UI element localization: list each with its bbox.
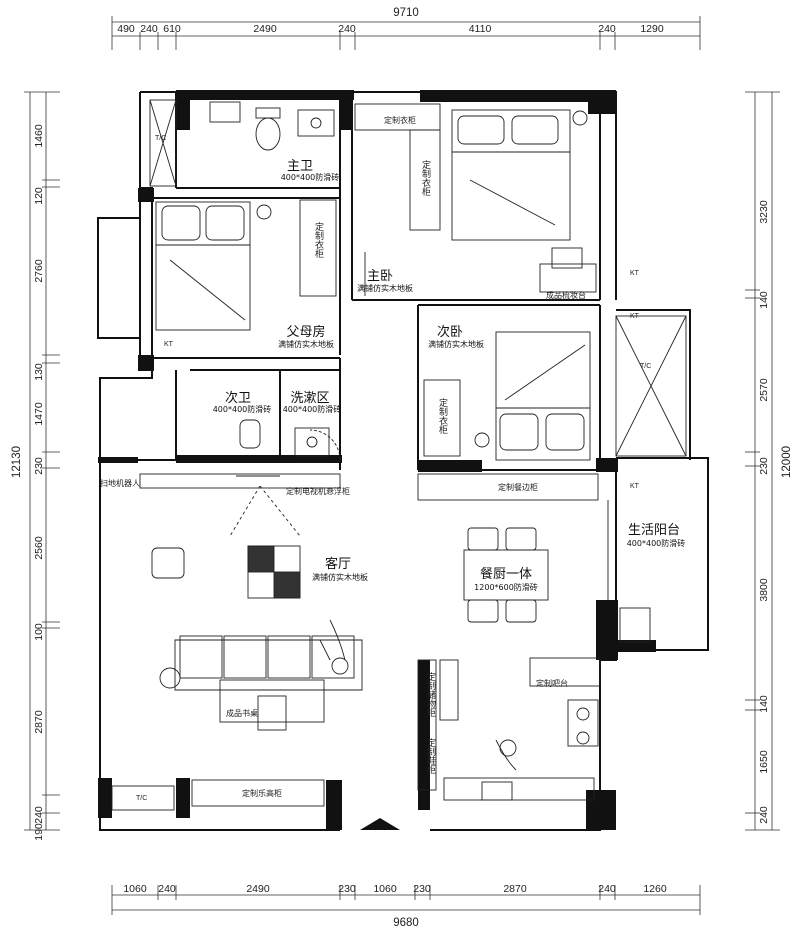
top-dim-1: 490 bbox=[117, 23, 135, 35]
label-tc-1: T/C bbox=[155, 135, 166, 142]
furniture bbox=[111, 99, 687, 811]
room-master-bath-name: 主卫 bbox=[287, 159, 313, 174]
right-total-dim: 12000 bbox=[781, 446, 793, 478]
label-kt-3: KT bbox=[630, 483, 640, 490]
right-dim-4: 230 bbox=[758, 457, 770, 475]
left-dim-9: 2870 bbox=[33, 710, 45, 734]
room-dining-sub: 1200*600防滑砖 bbox=[474, 582, 538, 592]
top-dim-4: 2490 bbox=[253, 23, 277, 35]
right-dim-5: 3800 bbox=[758, 578, 770, 602]
label-tv-cabinet: 定制电视机悬浮柜 bbox=[286, 486, 350, 496]
right-dim-6: 140 bbox=[758, 695, 770, 713]
bottom-dim-4: 230 bbox=[338, 883, 356, 895]
top-dim-2: 240 bbox=[140, 23, 158, 35]
dimension-lines bbox=[24, 16, 780, 915]
bottom-total-dim: 9680 bbox=[393, 917, 419, 929]
top-dim-8: 1290 bbox=[640, 23, 664, 35]
right-dim-8: 240 bbox=[758, 806, 770, 824]
top-dim-7: 240 bbox=[598, 23, 616, 35]
top-dim-3: 610 bbox=[163, 23, 181, 35]
label-storage-cabinet: 定制储物柜 bbox=[425, 671, 436, 718]
label-dresser: 成品梳妆台 bbox=[546, 290, 586, 300]
left-dim-5: 1470 bbox=[33, 402, 45, 426]
bottom-dim-9: 1260 bbox=[643, 883, 667, 895]
room-master-bath-sub: 400*400防滑砖 bbox=[281, 172, 340, 182]
label-wardrobe-top: 定制衣柜 bbox=[384, 115, 416, 125]
label-wardrobe-master: 定制衣柜 bbox=[420, 159, 431, 197]
left-dim-3: 2760 bbox=[33, 259, 45, 283]
room-parents-name: 父母房 bbox=[286, 324, 325, 340]
label-kt-4: KT bbox=[164, 341, 174, 348]
room-second-bath-sub: 400*400防滑砖 bbox=[213, 404, 272, 414]
room-second-bedroom-name: 次卧 bbox=[437, 324, 463, 340]
label-bar-counter: 定制吧台 bbox=[536, 678, 568, 688]
left-dim-11: 190 bbox=[33, 823, 45, 841]
label-tc-2: T/C bbox=[136, 795, 147, 802]
label-desk: 成品书桌 bbox=[226, 708, 258, 718]
bottom-dim-3: 2490 bbox=[246, 883, 270, 895]
top-dim-5: 240 bbox=[338, 23, 356, 35]
wall-fills bbox=[98, 90, 656, 830]
bottom-dim-8: 240 bbox=[598, 883, 616, 895]
room-second-bath-name: 次卫 bbox=[225, 390, 251, 406]
room-second-bedroom-sub: 满铺仿实木地板 bbox=[428, 339, 484, 349]
person-sketches bbox=[319, 619, 517, 771]
room-balcony-name: 生活阳台 bbox=[628, 523, 680, 538]
bottom-dim-6: 230 bbox=[413, 883, 431, 895]
bottom-dim-5: 1060 bbox=[373, 883, 397, 895]
label-high-cabinet: 定制乐高柜 bbox=[242, 788, 282, 798]
right-dim-3: 2570 bbox=[758, 378, 770, 402]
room-dining-name: 餐厨一体 bbox=[480, 566, 532, 582]
left-dim-1: 1460 bbox=[33, 124, 45, 148]
bottom-dim-2: 240 bbox=[158, 883, 176, 895]
left-dim-2: 120 bbox=[33, 187, 45, 205]
right-dim-1: 3230 bbox=[758, 200, 770, 224]
left-total-dim: 12130 bbox=[11, 446, 23, 478]
room-master-bedroom-sub: 满铺仿实木地板 bbox=[357, 283, 413, 293]
left-dim-10: 240 bbox=[33, 806, 45, 824]
label-robot-vacuum: 扫地机器人 bbox=[100, 478, 140, 488]
room-parents-sub: 满铺仿实木地板 bbox=[278, 339, 334, 349]
left-dim-6: 230 bbox=[33, 457, 45, 475]
right-dim-2: 140 bbox=[758, 291, 770, 309]
label-wardrobe-parents: 定制衣柜 bbox=[313, 221, 324, 259]
left-dim-8: 100 bbox=[33, 623, 45, 641]
room-wash-area-sub: 400*400防滑砖 bbox=[283, 404, 342, 414]
label-tc-3: T/C bbox=[640, 363, 651, 370]
label-kt-1: KT bbox=[630, 270, 640, 277]
room-balcony-sub: 400*400防滑砖 bbox=[627, 538, 686, 548]
label-shoe-cabinet: 定制鞋柜 bbox=[425, 737, 436, 775]
bottom-dim-7: 2870 bbox=[503, 883, 527, 895]
room-wash-area-name: 洗漱区 bbox=[290, 391, 329, 406]
left-dim-4: 130 bbox=[33, 363, 45, 381]
top-total-dim: 9710 bbox=[393, 7, 419, 19]
top-dim-6: 4110 bbox=[469, 23, 492, 35]
label-wardrobe-second: 定制衣柜 bbox=[437, 397, 448, 435]
room-master-bedroom-name: 主卧 bbox=[367, 269, 393, 284]
room-living-name: 客厅 bbox=[325, 556, 351, 572]
room-living-sub: 满铺仿实木地板 bbox=[312, 572, 368, 582]
label-kt-2: KT bbox=[630, 313, 640, 320]
right-dim-7: 1650 bbox=[758, 750, 770, 774]
left-dim-7: 2560 bbox=[33, 536, 45, 560]
label-sideboard: 定制餐边柜 bbox=[498, 482, 538, 492]
bottom-dim-1: 1060 bbox=[123, 883, 147, 895]
